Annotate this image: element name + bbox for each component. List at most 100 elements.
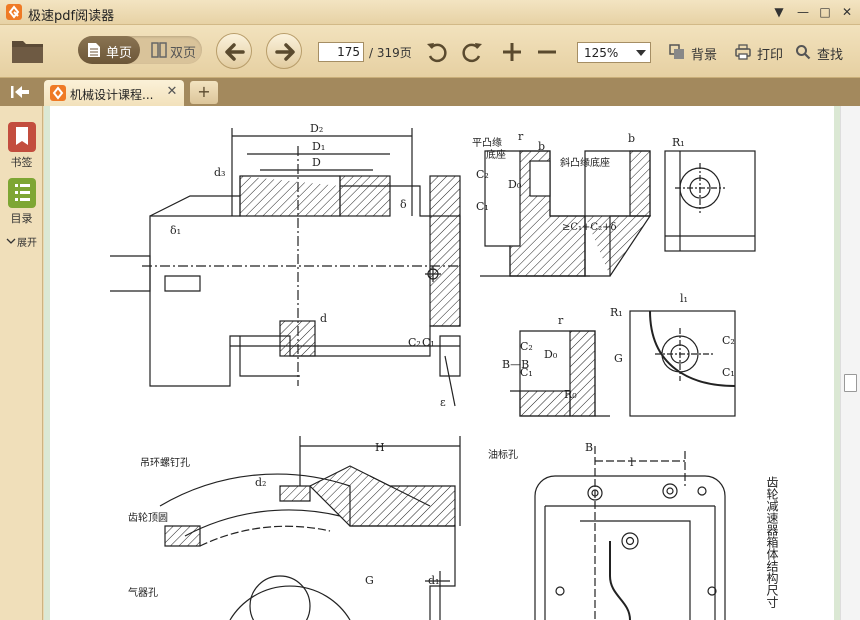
previous-page-button[interactable] [216,33,252,69]
label-r0: R₀ [564,388,577,401]
label-b-slope: b [628,132,635,145]
vertical-scrollbar[interactable] [840,106,860,620]
label-l1: l₁ [680,292,688,305]
background-button[interactable]: 背景 [669,44,721,63]
double-page-button[interactable]: 双页 [142,36,202,64]
label-c1-right: C₁ [722,366,735,379]
label-l-bottom: l [630,456,634,469]
arrow-left-icon [225,43,245,61]
label-r-bb: r [558,314,564,327]
label-d1-bottom: d₁ [428,574,439,587]
label-small-d: d [320,312,327,325]
label-flat-flange-2: 底座 [486,148,506,161]
plus-icon [503,43,521,61]
background-label: 背景 [691,48,718,63]
expand-button[interactable]: 展开 [6,234,42,249]
single-page-label: 单页 [106,46,133,61]
double-page-icon [151,42,167,58]
chevron-down-icon [6,238,16,244]
label-h: H [375,441,385,454]
sidebar-item-toc[interactable]: 目录 [0,178,43,230]
label-c2-flat: C₂ [476,168,489,181]
label-eps-left: ε [440,396,446,409]
double-page-label: 双页 [170,46,197,61]
label-b-flat: b [538,140,545,153]
bookmarks-label: 书签 [10,156,33,169]
rotate-right-icon [462,43,482,63]
label-d0-flat: D₀ [508,178,522,191]
title-bar: 极速pdf阅读器 ▼ — □ ✕ [0,0,860,25]
label-r-flat: r [518,130,524,143]
label-c1-bb: C₁ [520,366,533,379]
rotate-left-icon [427,43,447,63]
chevron-down-icon [636,50,646,56]
next-page-button[interactable] [266,33,302,69]
print-button[interactable]: 打印 [735,44,784,63]
maximize-button[interactable]: □ [819,5,831,19]
scroll-thumb[interactable] [844,374,857,392]
label-c2-right: C₂ [722,334,735,347]
label-lifting-screw: 吊环螺钉孔 [140,457,190,469]
collapse-sidebar-icon [11,86,29,98]
label-caption: 齿轮减速器箱体结构尺寸 [765,476,779,608]
open-file-button[interactable] [10,35,46,67]
folder-icon [12,41,43,63]
zoom-select[interactable]: 125% [577,42,651,63]
label-c1-left: C₁ [422,336,435,349]
tab-document[interactable]: 机械设计课程... ✕ [44,80,184,106]
rotate-left-button[interactable] [425,40,449,64]
label-vent: 气器孔 [128,586,158,599]
toolbar: 单页 双页 / 319页 [0,25,860,78]
window-menu-button[interactable]: ▼ [774,5,784,19]
zoom-in-button[interactable] [500,40,524,64]
toc-label: 目录 [10,212,33,225]
printer-icon [735,44,751,60]
label-r1-mid: R₁ [610,306,623,319]
document-viewport[interactable]: D₂ D₁ D d₃ δ₁ δ d C₂ C₁ ε 平凸缘 底座 r b C₂ … [44,106,840,620]
single-page-icon [88,43,100,57]
rotate-right-button[interactable] [460,40,484,64]
find-button[interactable]: 查找 [795,44,844,63]
label-b-bottom: B [585,441,593,454]
background-icon [669,44,684,59]
page-total: / 319页 [369,46,412,60]
close-window-button[interactable]: ✕ [841,5,853,19]
zoom-out-button[interactable] [535,40,559,64]
zoom-value: 125% [584,46,619,60]
sidebar-toggle-button[interactable] [6,80,36,104]
page-number-input[interactable] [318,42,364,62]
pdf-document-icon [50,85,66,101]
label-flat-flange: 平凸缘 [472,136,502,149]
app-title: 极速pdf阅读器 [28,9,115,24]
new-tab-button[interactable]: + [190,81,218,104]
single-page-button[interactable]: 单页 [78,36,140,64]
label-gear-top-circle: 齿轮顶圆 [128,511,168,524]
bookmark-icon [8,122,36,152]
label-g-mid: G [614,352,623,365]
view-mode-toggle: 单页 双页 [78,36,202,64]
table-of-contents-icon [8,178,36,208]
tab-close-button[interactable]: ✕ [166,84,178,99]
sidebar-item-bookmarks[interactable]: 书签 [0,122,43,174]
label-slope-flange: 斜凸缘底座 [560,156,610,169]
label-c1-flat: C₁ [476,200,489,213]
tab-bar: 机械设计课程... ✕ + [0,78,860,106]
arrow-right-icon [275,43,295,61]
label-g-bottom: G [365,574,374,587]
label-ge-c1c2: ≥C₁+C₂+δ [562,222,616,233]
minus-icon [538,50,556,54]
pdf-page: D₂ D₁ D d₃ δ₁ δ d C₂ C₁ ε 平凸缘 底座 r b C₂ … [50,106,834,620]
label-dipstick: 油标孔 [488,448,518,461]
label-d3: d₃ [214,166,225,179]
app-logo-icon [6,4,22,20]
label-d2: D₂ [310,122,323,135]
search-icon [796,45,811,60]
sidebar: 书签 目录 展开 [0,106,43,620]
label-r1-top: R₁ [672,136,685,149]
label-d0-bb: D₀ [544,348,558,361]
print-label: 打印 [757,48,784,63]
label-d2-bottom: d₂ [255,476,266,489]
label-bb: B—B [502,358,529,371]
find-label: 查找 [817,48,844,63]
minimize-button[interactable]: — [797,5,809,19]
